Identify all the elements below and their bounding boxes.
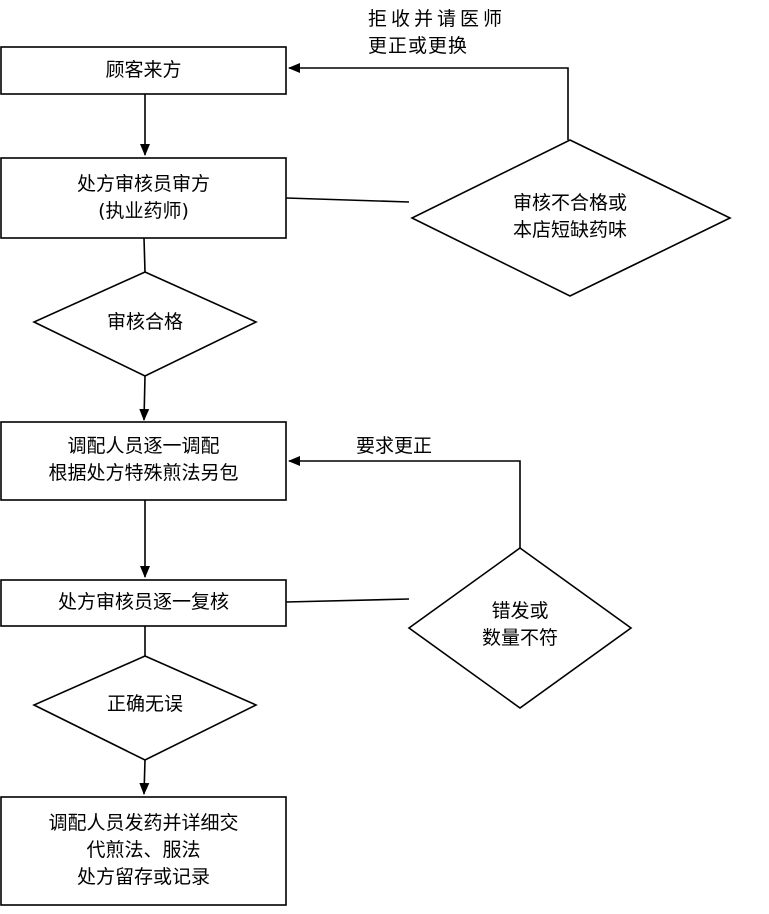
arrow-error-back-to-dispensing xyxy=(288,456,521,548)
label-review-failed: 审核不合格或 本店短缺药味 xyxy=(430,190,710,244)
arrow-failed-back-to-customer xyxy=(288,63,569,140)
label-line: 本店短缺药味 xyxy=(512,219,627,241)
label-prescription-review: 处方审核员审方 (执业药师) xyxy=(1,171,286,225)
arrow-correct-to-final xyxy=(139,759,150,795)
edge-label-reject: 拒收并请医师 更正或更换 xyxy=(368,6,506,60)
arrow-passed-to-dispensing xyxy=(139,375,150,421)
label-customer-prescription: 顾客来方 xyxy=(1,57,286,84)
label-line: 调配人员逐一调配 xyxy=(67,435,220,457)
box-prescription-review xyxy=(0,157,287,239)
label-review-passed: 审核合格 xyxy=(34,309,256,336)
label-line: 代煎法、服法 xyxy=(86,839,201,861)
diamond-review-failed xyxy=(410,139,732,297)
line-review-to-failed xyxy=(285,197,410,203)
box-dispensing xyxy=(0,421,287,501)
label-dispensing: 调配人员逐一调配 根据处方特殊煎法另包 xyxy=(1,433,286,487)
label-dispense-final: 调配人员发药并详细交 代煎法、服法 处方留存或记录 xyxy=(1,810,286,891)
box-customer-prescription xyxy=(0,46,287,95)
line-recheck-to-error xyxy=(285,598,410,603)
diamond-error-check xyxy=(407,547,633,709)
label-line: 处方审核员审方 xyxy=(76,173,210,195)
label-line: 错发或 xyxy=(491,600,549,622)
label-line: (执业药师) xyxy=(98,200,189,222)
label-line: 要求更正 xyxy=(356,435,433,457)
label-error-check: 错发或 数量不符 xyxy=(430,598,610,652)
label-line: 顾客来方 xyxy=(105,59,182,81)
label-line: 正确无误 xyxy=(106,693,183,715)
label-line: 根据处方特殊煎法另包 xyxy=(48,462,239,484)
box-recheck xyxy=(0,579,287,627)
label-line: 审核不合格或 xyxy=(512,192,627,214)
label-line: 处方审核员逐一复核 xyxy=(57,591,229,613)
edge-label-correction: 要求更正 xyxy=(356,433,432,460)
label-line: 审核合格 xyxy=(106,311,183,333)
label-recheck: 处方审核员逐一复核 xyxy=(1,589,286,616)
label-line: 拒收并请医师 xyxy=(368,8,507,30)
label-line: 处方留存或记录 xyxy=(76,866,210,888)
box-dispense-final xyxy=(0,796,287,906)
line-review-to-passed xyxy=(143,237,146,273)
label-line: 更正或更换 xyxy=(368,35,469,57)
label-line: 调配人员发药并详细交 xyxy=(48,812,239,834)
label-line: 数量不符 xyxy=(481,627,558,649)
label-correct: 正确无误 xyxy=(34,691,256,718)
